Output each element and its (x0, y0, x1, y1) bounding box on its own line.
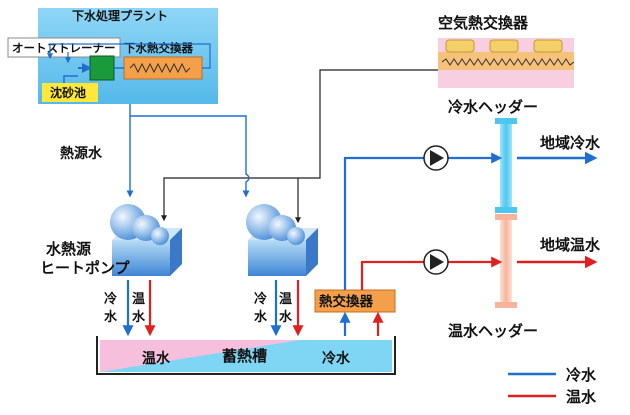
air-hx: 空気熱交換器 (438, 14, 575, 88)
hot-header-label: 温水ヘッダー (448, 322, 538, 340)
heat-pump-label-line2: ヒートポンプ (40, 259, 131, 277)
air-hx-loop-line (161, 69, 438, 222)
air-hx-icon (438, 38, 575, 88)
pump2-hot-char2: 水 (279, 309, 293, 325)
strainer-label: オートストレーナー (12, 41, 116, 55)
hx-label: 熱交換器 (319, 293, 373, 310)
legend-cold-label: 冷水 (566, 366, 597, 384)
pump1-cold-char1: 冷 (104, 291, 117, 307)
sewage-hx-label: 下水熱交換器 (124, 41, 193, 55)
grit-chamber-box (42, 83, 98, 102)
pump1-hot-char1: 温 (132, 292, 145, 307)
pump2-hot-char1: 温 (279, 292, 292, 307)
cold-supply-line (343, 152, 503, 290)
heat-pump-icon (110, 204, 182, 276)
strainer-unit (89, 55, 115, 81)
air-hx-label: 空気熱交換器 (438, 14, 529, 32)
pump1-cold-char2: 水 (104, 309, 118, 325)
district-hot-label: 地域温水 (540, 236, 601, 254)
tank-name-label: 蓄熱槽 (222, 347, 267, 365)
heat-source-line-2 (130, 115, 250, 198)
heat-pump-icon (246, 204, 318, 276)
sewage-hx-icon (123, 56, 203, 80)
pump2-cold-char1: 冷 (254, 291, 267, 307)
legend: 冷水 温水 (508, 366, 597, 406)
hot-header (495, 214, 517, 308)
cold-header (495, 118, 517, 213)
pump-icon (423, 145, 449, 171)
cold-header-label: 冷水ヘッダー (448, 98, 538, 116)
hot-supply-line (360, 256, 503, 290)
plant-title: 下水処理プラント (72, 8, 168, 23)
grit-chamber-label: 沈砂池 (50, 85, 86, 100)
legend-hot-label: 温水 (566, 388, 597, 406)
heat-pump-label-line1: 水熱源 (46, 240, 91, 258)
sewage-plant: 下水処理プラント オートストレーナー 下水熱交換器 沈砂池 (7, 8, 218, 104)
pump-icon (423, 249, 449, 275)
strainer-box (7, 37, 121, 58)
tank-hot-label: 温水 (142, 350, 171, 367)
storage-tank (96, 336, 396, 375)
district-cold-label: 地域冷水 (540, 134, 601, 152)
pump1-hot-char2: 水 (132, 309, 146, 325)
hx-box (314, 289, 396, 313)
tank-cold-label: 冷水 (322, 350, 351, 367)
pump2-cold-char2: 水 (254, 309, 268, 325)
heat-source-water-label: 熱源水 (60, 145, 103, 162)
